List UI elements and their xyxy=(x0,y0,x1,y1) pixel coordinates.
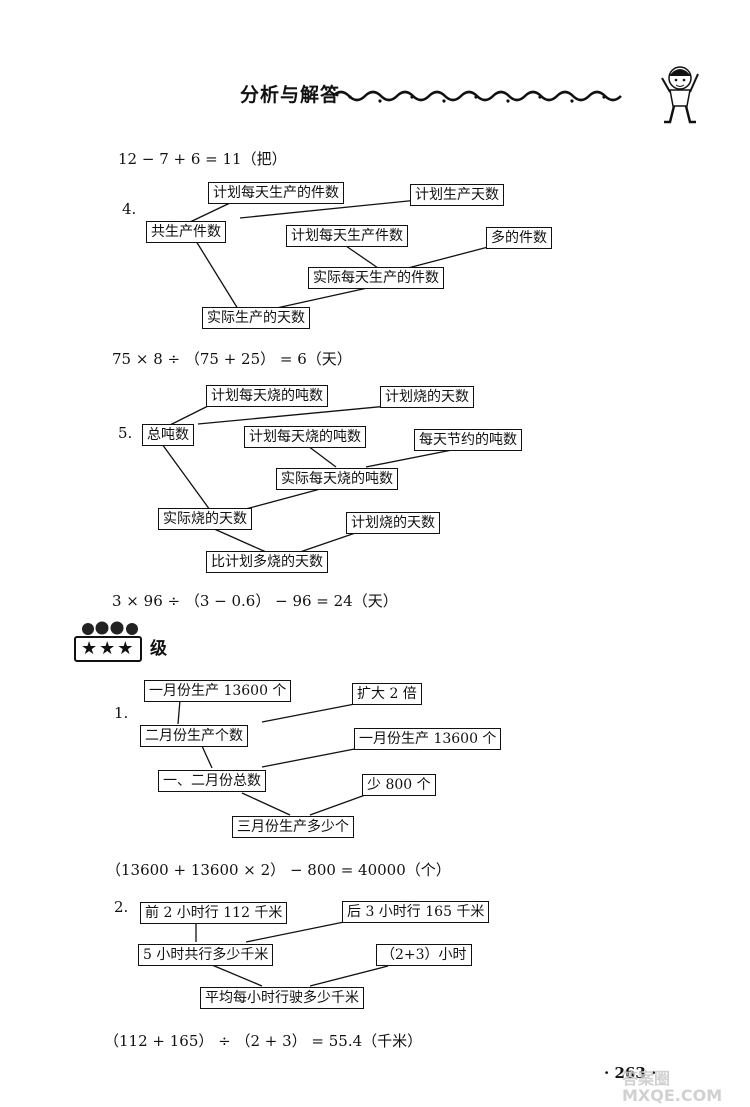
q2-box-last: 后 3 小时行 165 千米 xyxy=(342,901,490,923)
p5-box-actual-daily: 实际每天烧的吨数 xyxy=(276,468,398,490)
q1-formula: （13600 + 13600 × 2） − 800 = 40000（个） xyxy=(106,861,451,879)
watermark: 答案圈 MXQE.COM xyxy=(622,1069,723,1105)
q2-formula: （112 + 165） ÷ （2 + 3） = 55.4（千米） xyxy=(104,1032,423,1050)
q2-box-first: 前 2 小时行 112 千米 xyxy=(140,902,288,924)
q1-box-jan: 一月份生产 13600 个 xyxy=(144,680,292,702)
p5-box-plan-daily2: 计划每天烧的吨数 xyxy=(244,426,366,448)
q2-box-avg: 平均每小时行驶多少千米 xyxy=(200,987,364,1009)
p5-box-more-days: 比计划多烧的天数 xyxy=(206,551,328,573)
p4-box-actual-days: 实际生产的天数 xyxy=(202,307,310,329)
p4-box-total: 共生产件数 xyxy=(146,221,226,243)
p5-box-plan-days2: 计划烧的天数 xyxy=(346,512,440,534)
level-stars: ★★★ xyxy=(74,636,143,662)
p4-number: 4. xyxy=(122,200,137,218)
q1-box-mar: 三月份生产多少个 xyxy=(232,816,354,838)
q2-box-total: 5 小时共行多少千米 xyxy=(138,944,274,966)
p5-number: 5. xyxy=(118,424,133,442)
q1-box-jan2: 一月份生产 13600 个 xyxy=(354,728,502,750)
p4-top-formula: 12 − 7 + 6 = 11（把） xyxy=(118,150,287,168)
q1-box-double: 扩大 2 倍 xyxy=(352,683,422,705)
q2-number: 2. xyxy=(114,898,129,916)
p4-formula: 75 × 8 ÷ （75 + 25） = 6（天） xyxy=(112,350,352,368)
p5-box-save: 每天节约的吨数 xyxy=(414,429,522,451)
q2-box-hours: （2+3）小时 xyxy=(376,944,472,966)
p5-box-actual-days: 实际烧的天数 xyxy=(158,508,252,530)
cartoon-kid-icon xyxy=(661,66,699,124)
p4-box-actual-daily: 实际每天生产的件数 xyxy=(308,267,444,289)
page-number: · 263 · xyxy=(604,1064,657,1082)
page-header-title: 分析与解答 xyxy=(240,84,341,106)
q1-box-sum: 一、二月份总数 xyxy=(158,770,266,792)
q1-box-less: 少 800 个 xyxy=(362,774,436,796)
q1-number: 1. xyxy=(114,704,129,722)
p5-formula: 3 × 96 ÷ （3 − 0.6） − 96 = 24（天） xyxy=(112,592,398,610)
q1-box-feb: 二月份生产个数 xyxy=(140,725,248,747)
children-heads-icon xyxy=(82,621,138,635)
p4-box-plan-daily2: 计划每天生产件数 xyxy=(286,225,408,247)
p4-box-more: 多的件数 xyxy=(486,227,552,249)
level-label: 级 xyxy=(150,639,167,659)
p4-box-plan-days: 计划生产天数 xyxy=(410,184,504,206)
p5-box-total: 总吨数 xyxy=(142,424,194,446)
p5-box-plan-days: 计划烧的天数 xyxy=(380,386,474,408)
p4-box-plan-daily: 计划每天生产的件数 xyxy=(208,182,344,204)
p5-box-plan-daily: 计划每天烧的吨数 xyxy=(206,385,328,407)
